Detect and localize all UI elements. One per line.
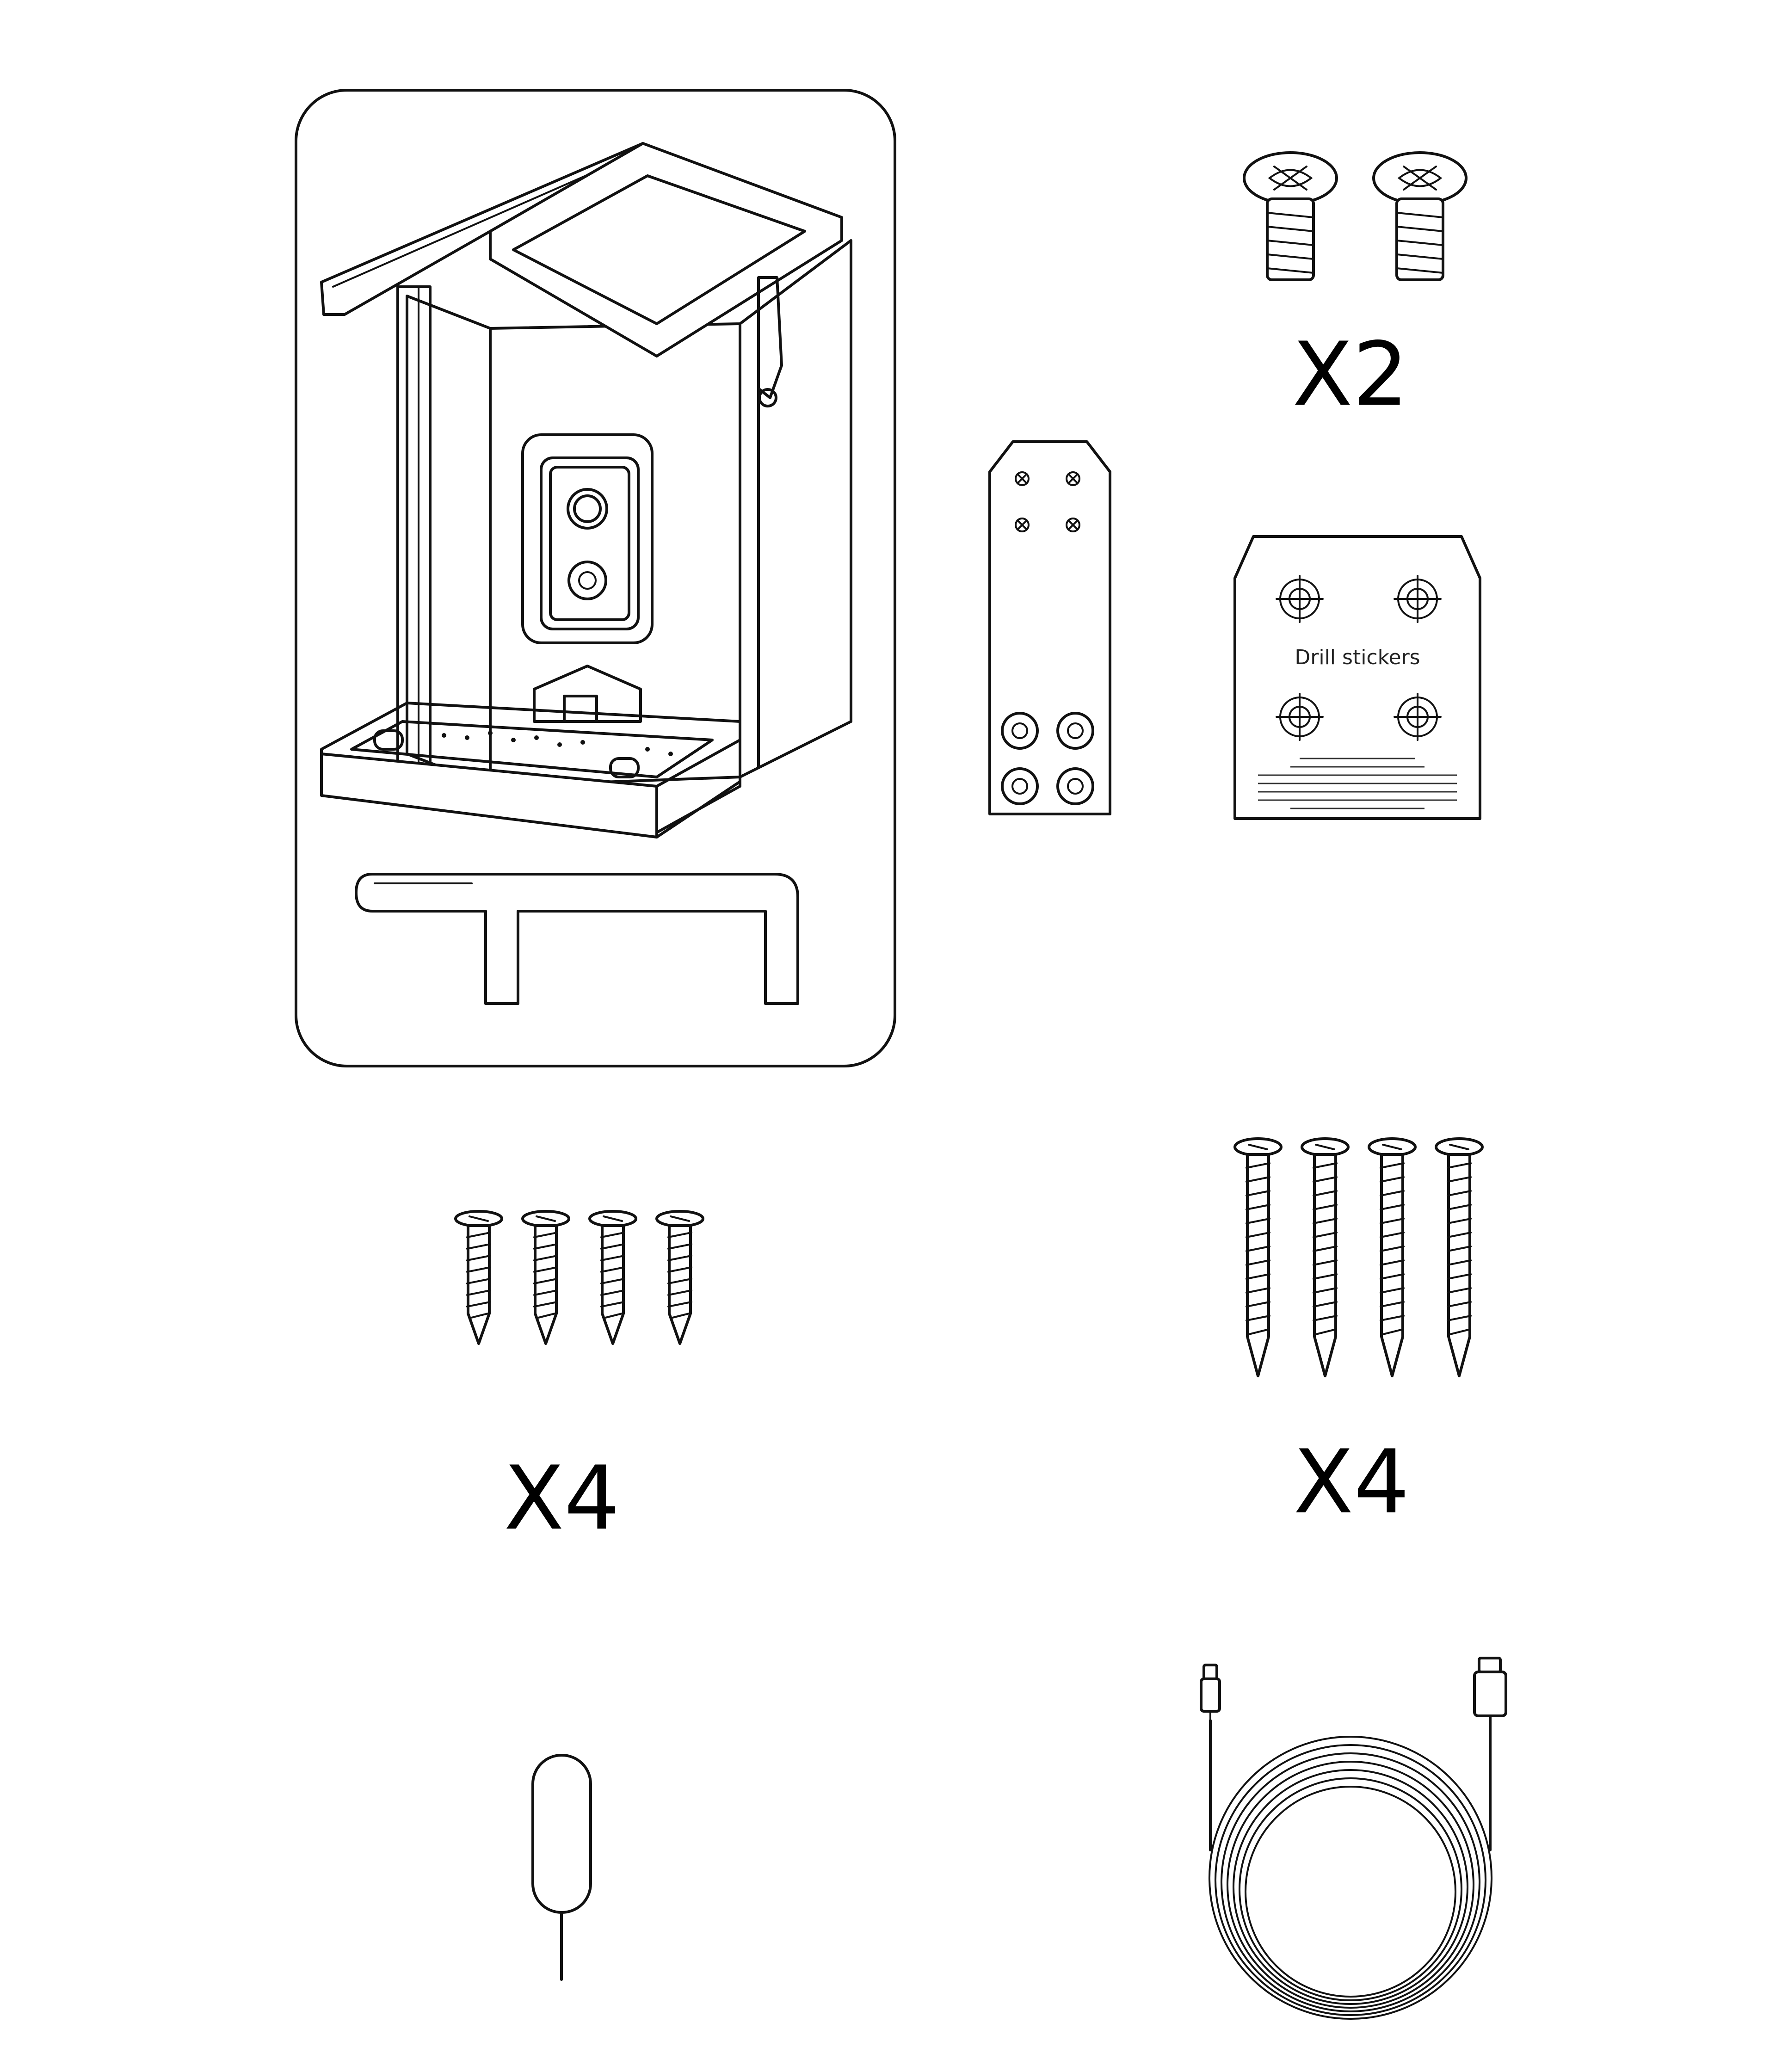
bracket-small-hole	[1015, 471, 1080, 532]
drill-sticker-title: Drill stickers	[1295, 646, 1420, 669]
machine-screw-icon	[1243, 151, 1338, 281]
short-wood-screw-icon	[454, 1210, 503, 1345]
short-screws-quantity: X4	[504, 1447, 620, 1549]
machine-screw-icon	[1372, 151, 1468, 281]
cable-coil	[1209, 1736, 1492, 2020]
reset-pin-icon	[531, 1754, 592, 1981]
long-wood-screw-icon	[1368, 1137, 1417, 1377]
long-screws-group: X4	[1233, 1137, 1484, 1533]
machine-screws-quantity: X2	[1292, 323, 1408, 426]
long-wood-screw-icon	[1233, 1137, 1283, 1377]
bracket-large-hole	[1001, 712, 1094, 805]
long-screws-quantity: X4	[1293, 1431, 1409, 1533]
long-wood-screw-icon	[1301, 1137, 1350, 1377]
feeder-panel	[295, 89, 896, 1067]
drill-target-mark	[1276, 575, 1442, 741]
long-wood-screw-icon	[1435, 1137, 1484, 1377]
short-wood-screw-icon	[588, 1210, 637, 1345]
drill-sticker-icon: Drill stickers	[1233, 535, 1481, 820]
machine-screws-group: X2	[1243, 151, 1468, 426]
usb-a-plug-icon	[1478, 1657, 1502, 1673]
usb-cable-icon	[1200, 1657, 1507, 2020]
short-wood-screw-icon	[521, 1210, 570, 1345]
sticker-fine-print-lines	[1258, 758, 1457, 809]
bird-feeder-icon	[320, 142, 852, 1005]
mounting-bracket-icon	[988, 440, 1111, 815]
short-wood-screw-icon	[655, 1210, 704, 1345]
short-screws-group: X4	[454, 1210, 704, 1549]
